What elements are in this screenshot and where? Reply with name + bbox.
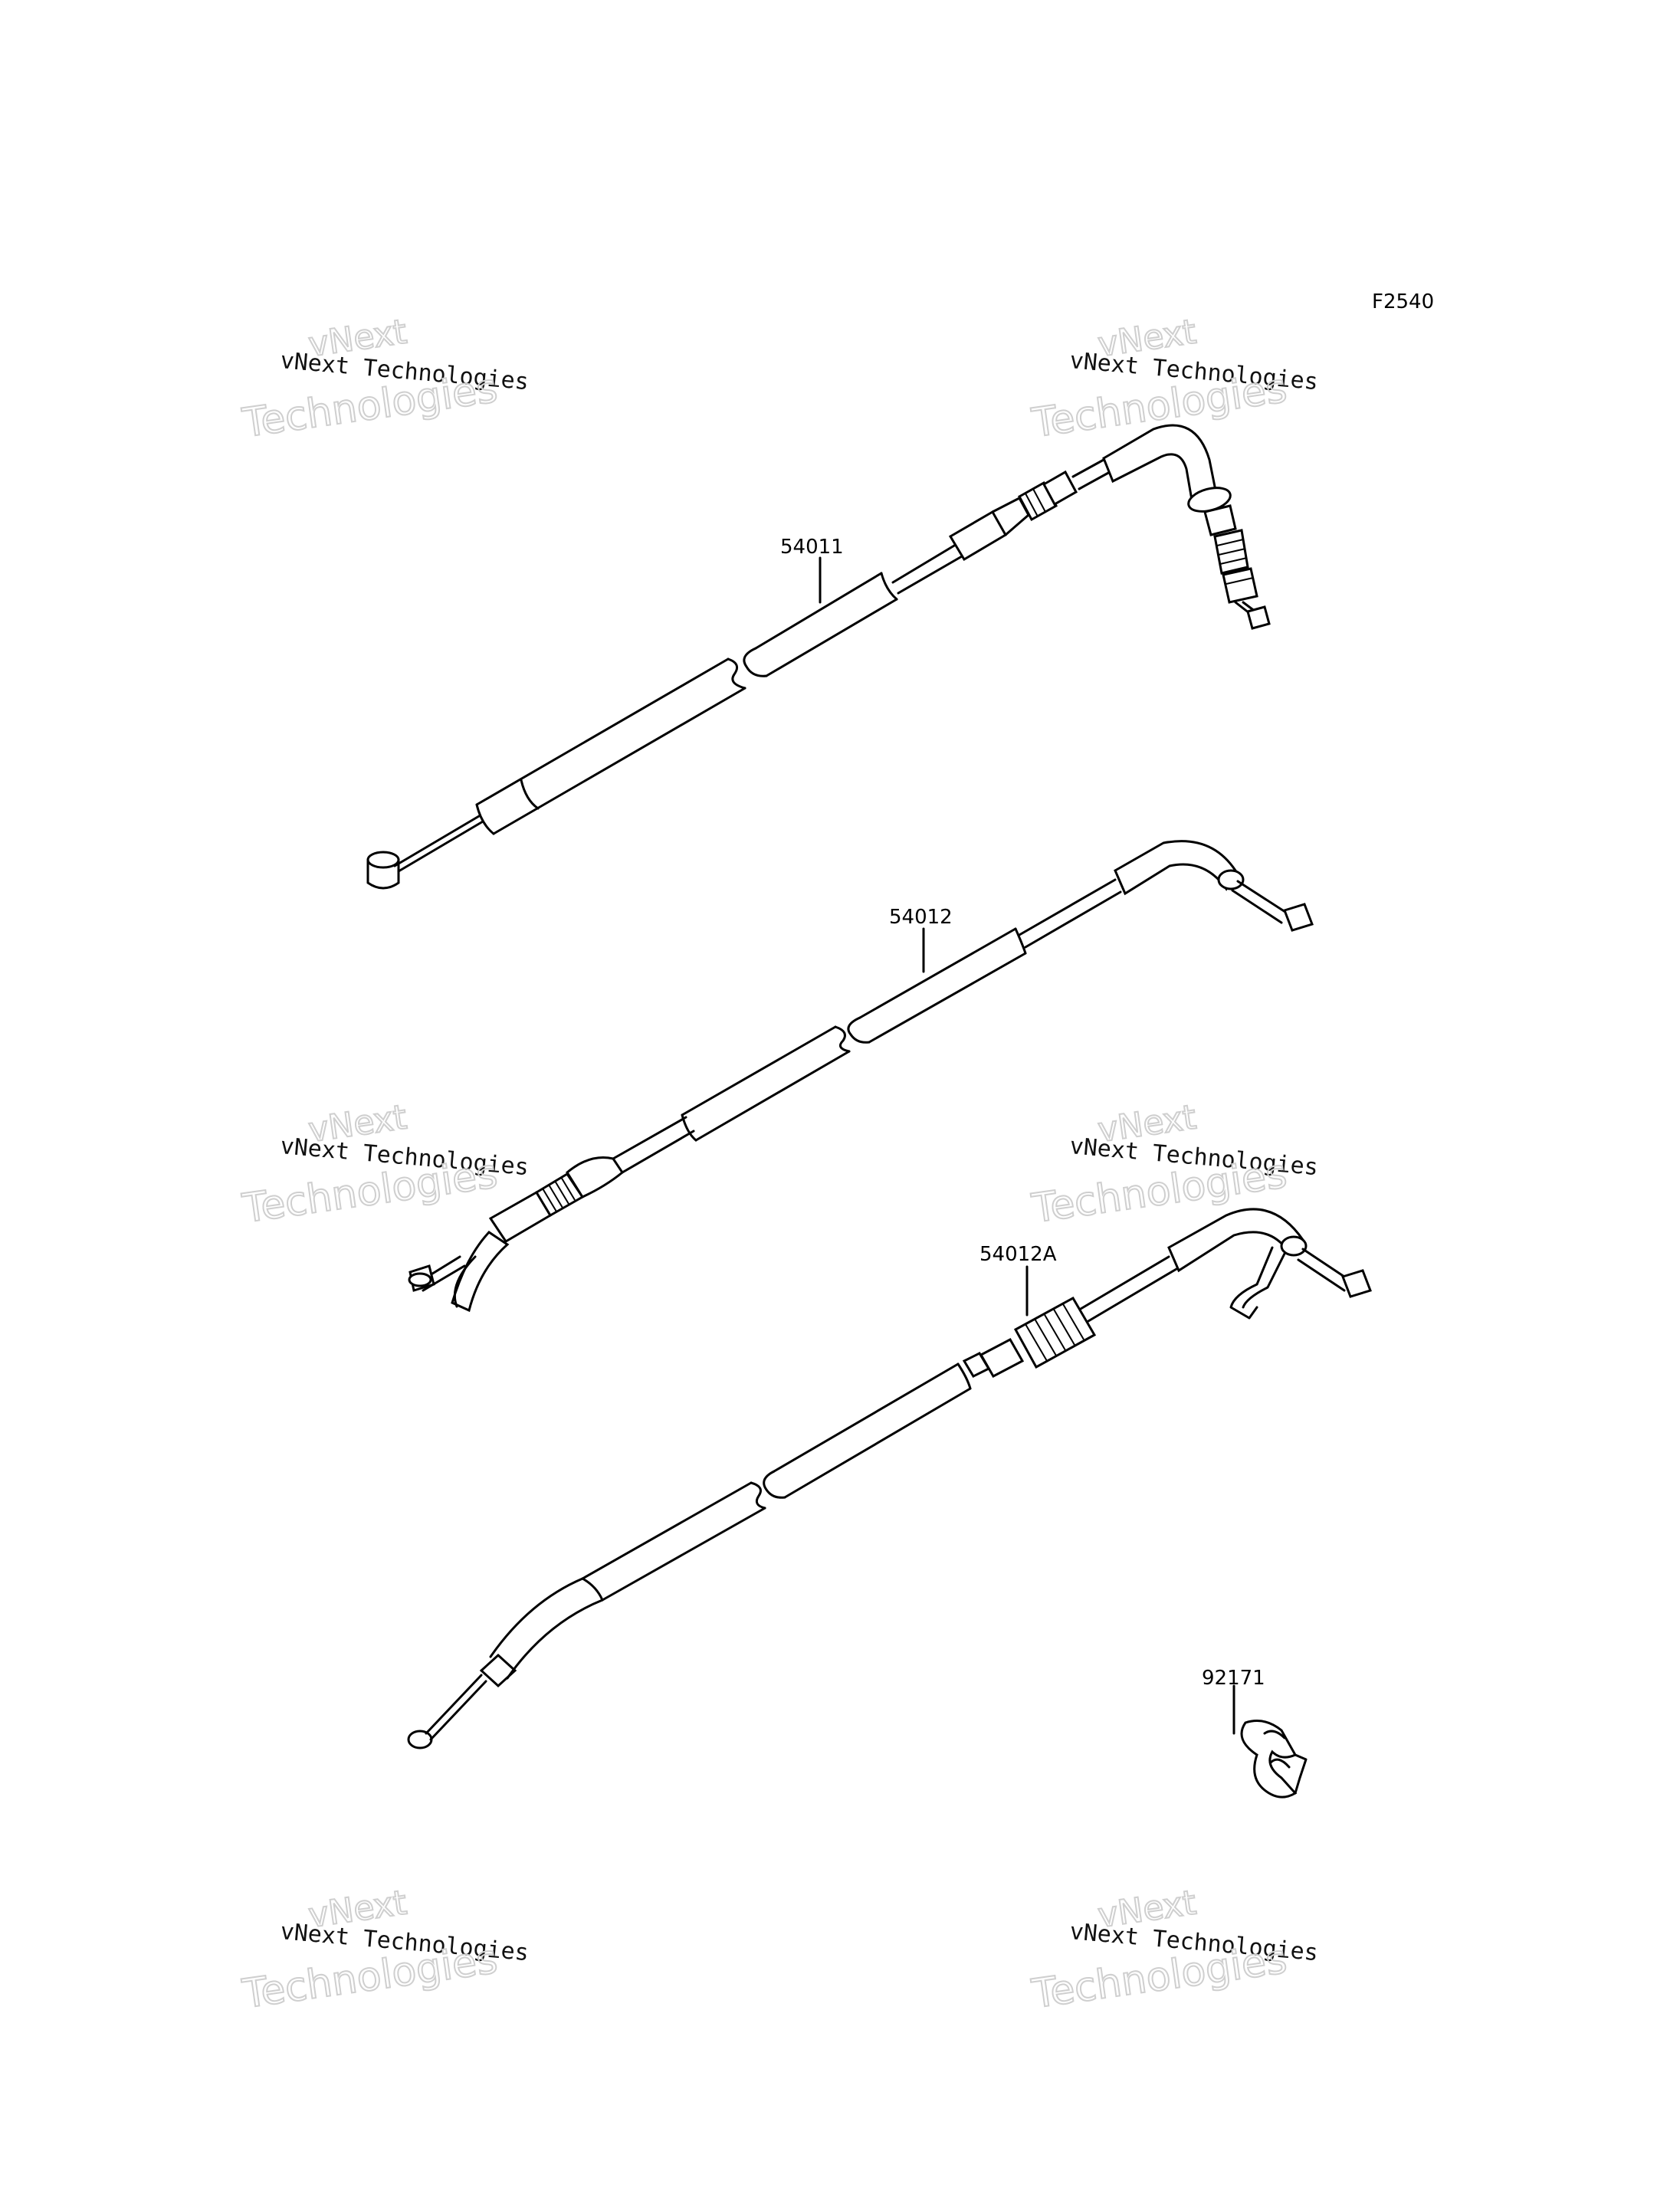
watermark-mid-right: vNext vNext Technologies Technologies [1028, 1097, 1319, 1233]
watermark-bottom-left: vNext vNext Technologies Technologies [238, 1882, 530, 2018]
part-label-54012: 54012 [889, 906, 953, 929]
part-label-54011: 54011 [780, 536, 844, 559]
cable-54012A [407, 1208, 1372, 1749]
cable-54012 [408, 840, 1314, 1313]
watermark-top-left: vNext vNext Technologies Technologies [238, 311, 530, 448]
watermark-mid-left: vNext vNext Technologies Technologies [238, 1097, 530, 1233]
part-label-54012A: 54012A [979, 1243, 1057, 1266]
cable-end-nipple [366, 851, 400, 890]
clamp-92171 [1232, 1684, 1308, 1799]
cable-54011 [366, 424, 1271, 890]
part-label-92171: 92171 [1202, 1667, 1265, 1690]
figure-code: F2540 [1372, 290, 1434, 313]
watermark-bottom-right: vNext vNext Technologies Technologies [1028, 1882, 1319, 2018]
